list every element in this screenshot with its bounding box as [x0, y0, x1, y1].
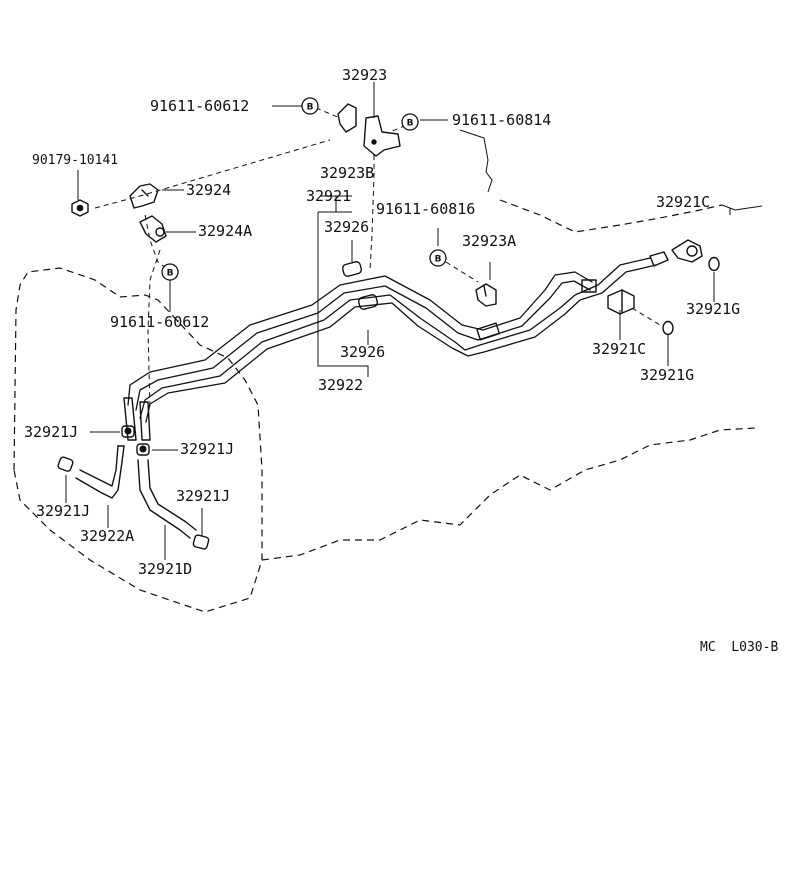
clamp-32921j-left-icon [121, 425, 135, 438]
bolt-callout-b-icon: B [429, 249, 447, 267]
label-32923b: 32923B [320, 164, 374, 182]
label-32921g-top: 32921G [686, 300, 740, 318]
clamp-32923b-icon [337, 103, 357, 133]
nut-90179-icon [71, 199, 89, 217]
bracket-32924-icon [129, 183, 159, 209]
union-32921c-bottom-icon [607, 289, 635, 315]
label-32924: 32924 [186, 181, 231, 199]
label-91611-60612-top: 91611-60612 [150, 97, 249, 115]
clamp-32921j-mid-icon [136, 443, 150, 456]
callout-badges: B B B B [161, 97, 447, 281]
o-ring-32921g-bottom-icon [662, 320, 674, 336]
label-32926-top: 32926 [324, 218, 369, 236]
label-32921j-mid: 32921J [180, 440, 234, 458]
body-outline [13, 155, 763, 613]
o-ring-32921g-top-icon [708, 256, 720, 272]
label-32921d: 32921D [138, 560, 192, 578]
bracket-32923-icon [363, 115, 401, 157]
hose-32921d-icon [137, 459, 197, 539]
label-32921c-bottom: 32921C [592, 340, 646, 358]
part-labels: 32923 91611-60612 91611-60814 90179-1014… [24, 66, 778, 655]
fuel-pipes [127, 257, 657, 423]
label-32921j-right: 32921J [176, 487, 230, 505]
grommet-32926-top-icon [341, 261, 363, 277]
union-32921c-top-icon [649, 239, 703, 267]
label-32921g-bottom: 32921G [640, 366, 694, 384]
label-32921j-bottom: 32921J [36, 502, 90, 520]
footer-code: MC L030-B [700, 640, 778, 655]
badge-letter: B [167, 269, 174, 279]
badge-letter: B [307, 103, 314, 113]
label-32924a: 32924A [198, 222, 252, 240]
label-32923a: 32923A [462, 232, 516, 250]
badge-letter: B [407, 119, 414, 129]
label-91611-60814: 91611-60814 [452, 111, 551, 129]
hose-32922a-icon [75, 445, 125, 499]
clamp-32923a-icon [475, 283, 497, 307]
label-32923: 32923 [342, 66, 387, 84]
label-90179-10141: 90179-10141 [32, 153, 118, 168]
bolt-callout-b-icon: B [301, 97, 319, 115]
label-32921j-left: 32921J [24, 423, 78, 441]
label-32921: 32921 [306, 187, 351, 205]
label-32922a: 32922A [80, 527, 134, 545]
label-91611-60816: 91611-60816 [376, 200, 475, 218]
bolt-callout-b-icon: B [161, 263, 179, 281]
bolt-callout-b-icon: B [401, 113, 419, 131]
parts [57, 103, 720, 550]
label-32921c-top: 32921C [656, 193, 710, 211]
clamp-32921j-right-icon [192, 534, 210, 550]
grommet-32926-bottom-icon [357, 294, 379, 310]
leader-lines [65, 82, 731, 560]
badge-letter: B [435, 255, 442, 265]
clamp-32921j-lower-icon [57, 456, 74, 472]
label-32922: 32922 [318, 376, 363, 394]
clamp-32924a-icon [139, 215, 167, 243]
label-91611-60612-mid: 91611-60612 [110, 313, 209, 331]
label-32926-bottom: 32926 [340, 343, 385, 361]
